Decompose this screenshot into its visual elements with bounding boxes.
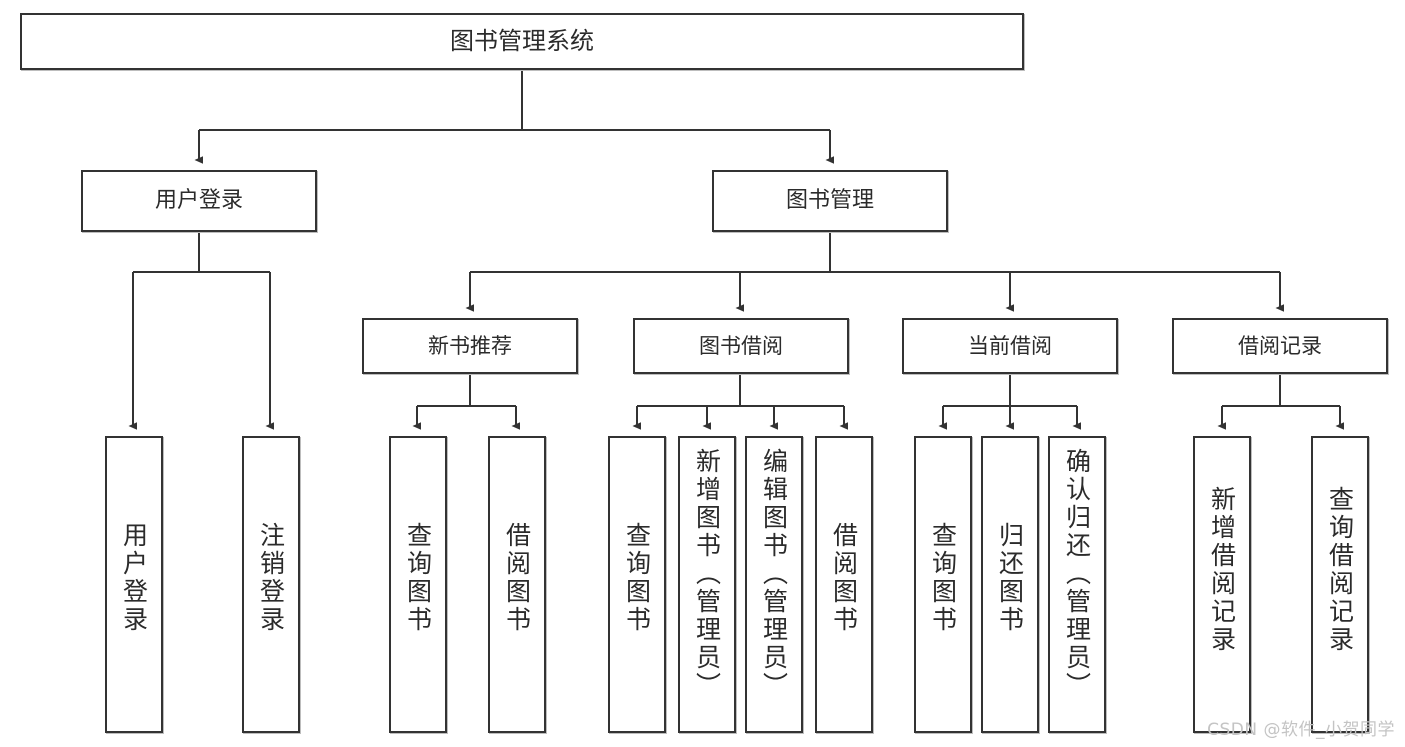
node-system-root[interactable]: 图书管理系统	[20, 13, 1024, 70]
node-leaf-borrow-book[interactable]: 借阅图书	[815, 436, 873, 733]
node-label: 用户登录	[154, 188, 243, 214]
node-label: 当前借阅	[968, 333, 1052, 358]
node-label: 借阅记录	[1238, 333, 1322, 358]
node-leaf-add-book-admin[interactable]: 新增图书（管理员）	[678, 436, 736, 733]
node-label: 图书管理系统	[450, 27, 594, 56]
node-leaf-return-book[interactable]: 归还图书	[981, 436, 1039, 733]
node-label: 查询图书	[403, 522, 433, 634]
node-label: 查询图书	[622, 522, 652, 634]
node-leaf-edit-book-admin[interactable]: 编辑图书（管理员）	[745, 436, 803, 733]
node-label: 新书推荐	[428, 333, 512, 358]
node-user-login[interactable]: 用户登录	[81, 170, 317, 232]
node-label: 确认归还（管理员）	[1062, 448, 1092, 700]
node-leaf-query-book-borrow[interactable]: 查询图书	[608, 436, 666, 733]
node-label: 查询图书	[928, 522, 958, 634]
node-label: 归还图书	[995, 522, 1025, 634]
node-leaf-query-book-current[interactable]: 查询图书	[914, 436, 972, 733]
node-leaf-query-borrow-record[interactable]: 查询借阅记录	[1311, 436, 1369, 733]
node-label: 编辑图书（管理员）	[759, 448, 789, 700]
node-leaf-user-login[interactable]: 用户登录	[105, 436, 163, 733]
node-label: 查询借阅记录	[1325, 486, 1355, 654]
csdn-watermark: CSDN @软件_小贺同学	[1207, 720, 1395, 740]
node-book-borrow[interactable]: 图书借阅	[633, 318, 849, 374]
node-book-management[interactable]: 图书管理	[712, 170, 948, 232]
node-borrow-record[interactable]: 借阅记录	[1172, 318, 1388, 374]
node-leaf-query-book-recommend[interactable]: 查询图书	[389, 436, 447, 733]
node-label: 新增借阅记录	[1207, 486, 1237, 654]
node-label: 图书管理	[785, 188, 874, 214]
node-label: 图书借阅	[699, 333, 783, 358]
node-label: 新增图书（管理员）	[692, 448, 722, 700]
node-label: 注销登录	[256, 522, 286, 634]
node-label: 用户登录	[119, 522, 149, 634]
node-label: 借阅图书	[502, 522, 532, 634]
node-leaf-add-borrow-record[interactable]: 新增借阅记录	[1193, 436, 1251, 733]
node-leaf-logout[interactable]: 注销登录	[242, 436, 300, 733]
node-label: 借阅图书	[829, 522, 859, 634]
node-current-borrow[interactable]: 当前借阅	[902, 318, 1118, 374]
node-new-book-recommend[interactable]: 新书推荐	[362, 318, 578, 374]
node-leaf-confirm-return-admin[interactable]: 确认归还（管理员）	[1048, 436, 1106, 733]
node-leaf-borrow-book-recommend[interactable]: 借阅图书	[488, 436, 546, 733]
